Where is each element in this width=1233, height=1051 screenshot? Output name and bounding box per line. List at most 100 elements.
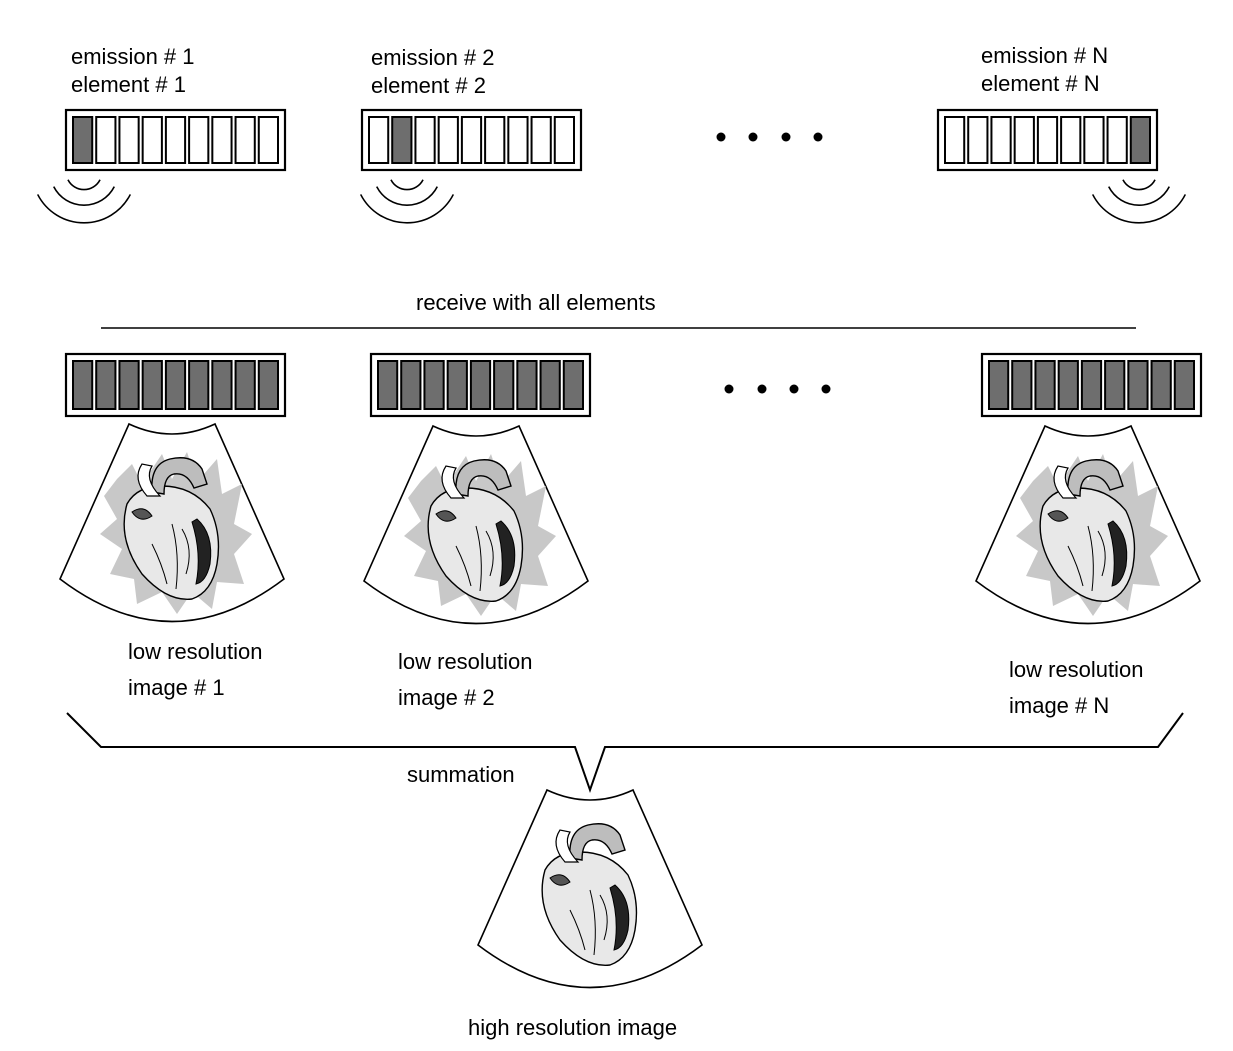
transducer-element xyxy=(141,360,163,410)
transducer-element xyxy=(530,116,552,164)
low-res-caption-n: low resolution xyxy=(1009,657,1144,682)
transducer-element xyxy=(141,116,163,164)
transducer-element xyxy=(211,116,233,164)
receive-array-1 xyxy=(64,352,287,418)
transducer-element xyxy=(118,116,140,164)
ultrasound-sectors xyxy=(59,422,1201,989)
transducer-element xyxy=(1083,116,1105,164)
transducer-element xyxy=(988,360,1010,410)
low-res-sector-1 xyxy=(59,422,285,623)
transducer-element xyxy=(423,360,445,410)
low-res-label-2: low resolution image # 2 xyxy=(398,644,533,716)
transducer-element xyxy=(990,116,1012,164)
summation-brace xyxy=(66,712,1184,794)
low-res-index-2: image # 2 xyxy=(398,685,495,710)
transducer-element xyxy=(72,116,94,164)
wave-arcs-2 xyxy=(359,179,455,224)
receive-arrays xyxy=(64,352,1203,418)
transducer-element xyxy=(516,360,538,410)
transducer-element xyxy=(1013,116,1035,164)
emission-label-2: emission # 2 element # 2 xyxy=(371,44,495,100)
transducer-element xyxy=(1127,360,1149,410)
low-res-sector-2 xyxy=(363,424,589,625)
element-number-n: element # N xyxy=(981,71,1100,96)
transducer-element xyxy=(484,116,506,164)
transducer-element xyxy=(1057,360,1079,410)
transducer-element xyxy=(1034,360,1056,410)
receive-label: receive with all elements xyxy=(416,290,656,315)
transducer-element xyxy=(460,116,483,164)
transmit-array-1 xyxy=(64,108,287,172)
transducer-element xyxy=(469,360,492,410)
high-res-label: high resolution image xyxy=(468,1015,678,1040)
low-res-sector-n xyxy=(975,424,1201,625)
transducer-element xyxy=(1173,360,1196,410)
transducer-element xyxy=(211,360,233,410)
low-res-label-n: low resolution image # N xyxy=(1009,652,1144,724)
transducer-element xyxy=(164,116,187,164)
transducer-element xyxy=(234,116,256,164)
transmit-array-2 xyxy=(360,108,583,172)
low-res-caption-2: low resolution xyxy=(398,649,533,674)
transducer-element xyxy=(562,360,584,410)
low-res-index-1: image # 1 xyxy=(128,675,225,700)
transducer-element xyxy=(72,360,94,410)
wave-arcs-1 xyxy=(36,179,132,224)
transducer-element xyxy=(553,116,575,164)
receive-array-2 xyxy=(369,352,592,418)
emission-label-n: emission # N element # N xyxy=(981,42,1108,98)
transducer-element xyxy=(164,360,187,410)
transducer-element xyxy=(967,116,989,164)
transducer-element xyxy=(1011,360,1033,410)
ellipsis-bottom xyxy=(724,384,831,394)
transducer-element xyxy=(944,116,966,164)
receive-array-3 xyxy=(980,352,1203,418)
summation-label: summation xyxy=(407,762,515,787)
emission-label-1: emission # 1 element # 1 xyxy=(71,43,195,99)
transducer-element xyxy=(493,360,515,410)
high-res-sector xyxy=(477,788,703,989)
transducer-element xyxy=(507,116,529,164)
transducer-element xyxy=(234,360,256,410)
transducer-element xyxy=(1080,360,1103,410)
transducer-element xyxy=(377,360,399,410)
transducer-element xyxy=(400,360,422,410)
transmit-array-3 xyxy=(936,108,1159,172)
transducer-element xyxy=(188,360,210,410)
transmit-arrays xyxy=(64,108,1159,172)
transducer-element xyxy=(1106,116,1128,164)
emission-number-n: emission # N xyxy=(981,43,1109,68)
heart-icon xyxy=(1039,459,1136,602)
transducer-element xyxy=(257,360,279,410)
transducer-element xyxy=(437,116,459,164)
transducer-element xyxy=(95,116,117,164)
heart-icon xyxy=(541,823,638,966)
heart-icon xyxy=(427,459,524,602)
transducer-element xyxy=(414,116,436,164)
wave-arcs-3 xyxy=(1091,179,1187,224)
low-res-label-1: low resolution image # 1 xyxy=(128,634,263,706)
emission-waves xyxy=(36,179,1187,224)
transducer-element xyxy=(188,116,210,164)
transducer-element xyxy=(446,360,468,410)
ellipsis-top xyxy=(716,132,823,142)
transducer-element xyxy=(1060,116,1082,164)
heart-icon xyxy=(123,457,220,600)
emission-number-2: emission # 2 xyxy=(371,45,495,70)
transducer-element xyxy=(1036,116,1059,164)
transducer-element xyxy=(1150,360,1172,410)
transducer-element xyxy=(1104,360,1126,410)
transducer-element xyxy=(391,116,413,164)
element-number-2: element # 2 xyxy=(371,73,486,98)
transducer-element xyxy=(368,116,390,164)
transducer-element xyxy=(539,360,561,410)
low-res-caption-1: low resolution xyxy=(128,639,263,664)
low-res-index-n: image # N xyxy=(1009,693,1110,718)
transducer-element xyxy=(257,116,279,164)
emission-number-1: emission # 1 xyxy=(71,44,195,69)
transducer-element xyxy=(118,360,140,410)
transducer-element xyxy=(95,360,117,410)
transducer-element xyxy=(1129,116,1152,164)
